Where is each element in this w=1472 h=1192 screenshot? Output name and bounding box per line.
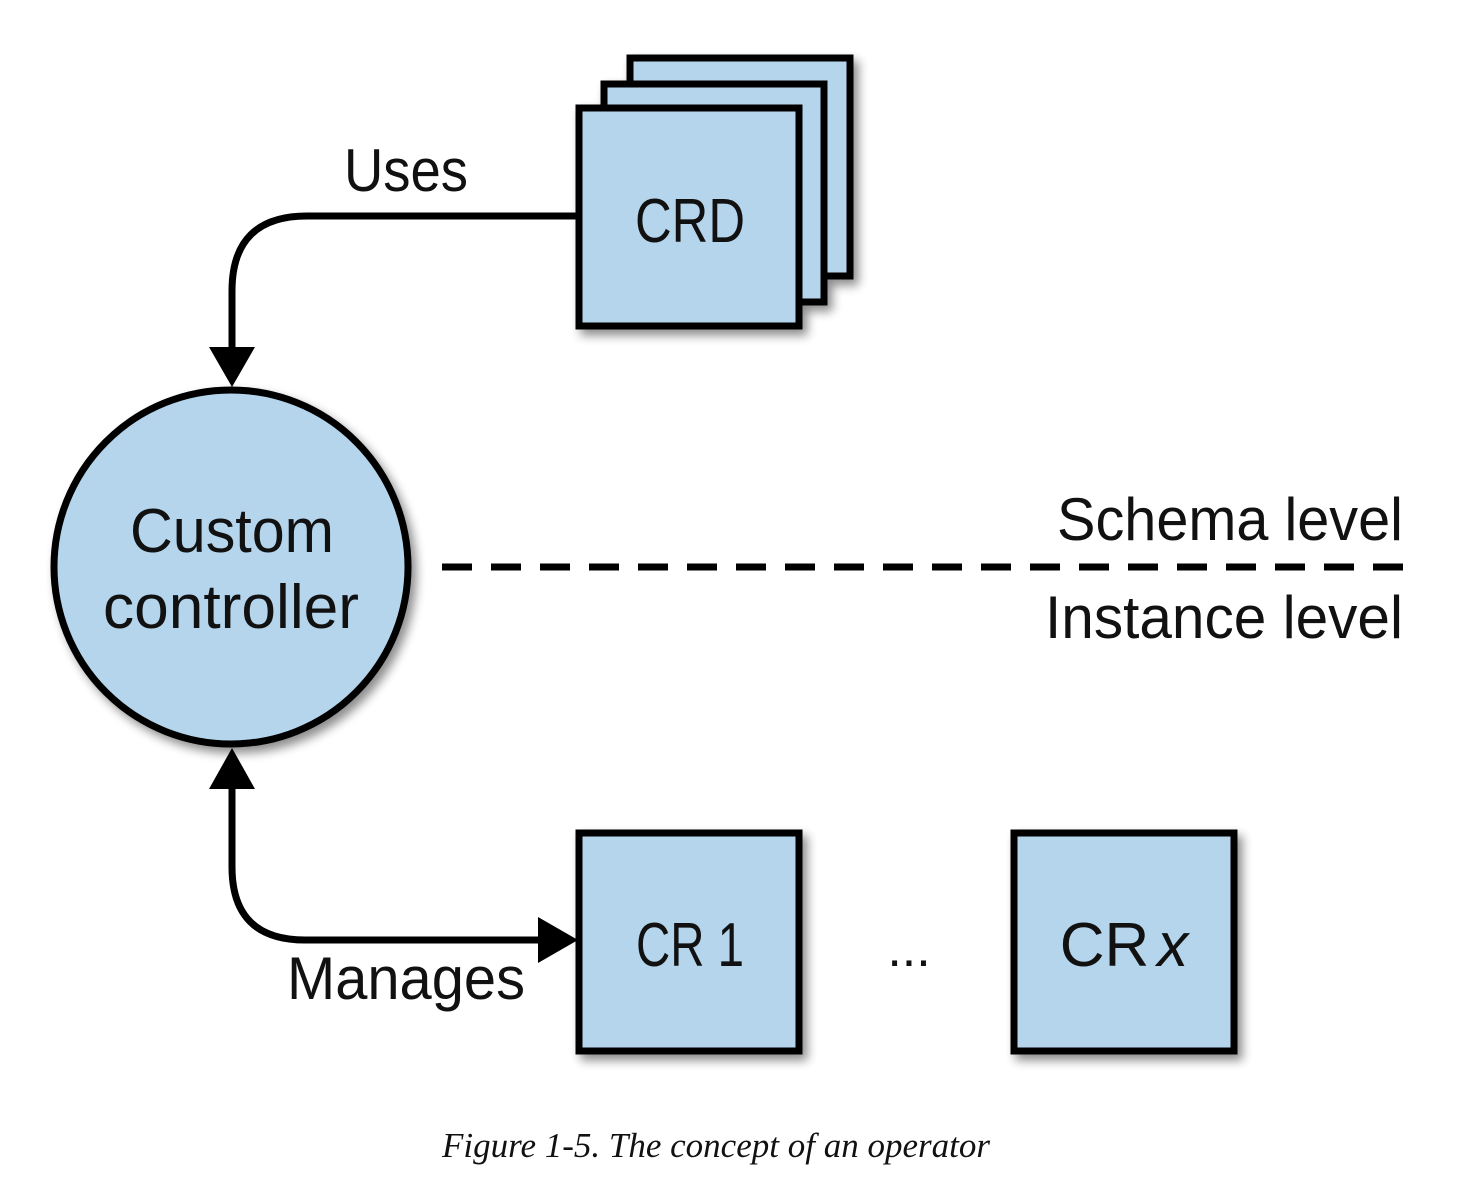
crd-box <box>575 104 803 330</box>
manages-arrowhead-right <box>538 917 578 963</box>
crx-box <box>1010 829 1238 1055</box>
manages-label: Manages <box>287 945 525 1012</box>
cr1-label: CR 1 <box>636 911 744 980</box>
ellipsis: ... <box>887 920 930 978</box>
manages-connector <box>228 788 542 944</box>
instance-level-label: Instance level <box>1045 584 1403 651</box>
operator-concept-diagram: CRD Uses Custom controller Schema level … <box>50 54 1408 1055</box>
uses-label: Uses <box>344 137 468 204</box>
controller-label-line1: Custom <box>130 497 334 566</box>
schema-level-label: Schema level <box>1057 486 1403 553</box>
crx-label-prefix: CR <box>1060 911 1150 980</box>
controller-label-line2: controller <box>103 573 359 642</box>
crd-label: CRD <box>635 187 745 256</box>
custom-controller-node <box>50 386 412 748</box>
cr1-box <box>575 829 803 1055</box>
crd-stack <box>575 54 854 330</box>
manages-arrowhead-up <box>209 748 255 789</box>
figure-caption: Figure 1-5. The concept of an operator <box>442 1126 990 1165</box>
crx-label-variable: x <box>1154 911 1190 980</box>
uses-arrowhead <box>209 347 255 387</box>
uses-connector <box>228 212 579 350</box>
